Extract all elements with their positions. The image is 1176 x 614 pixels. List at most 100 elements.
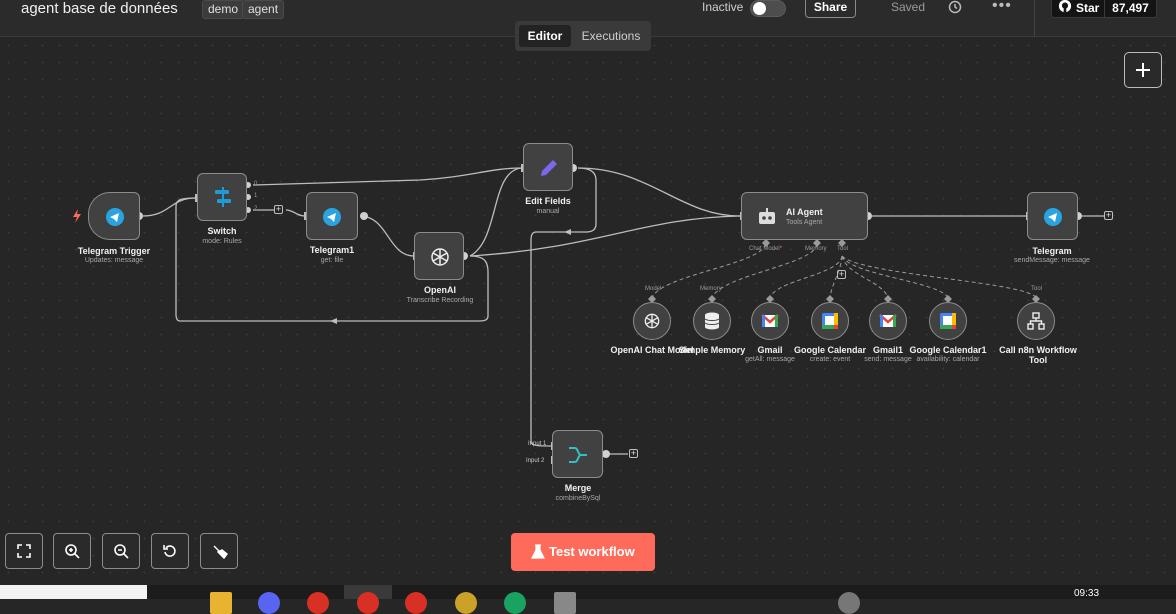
plus-icon	[1136, 63, 1150, 77]
zoom-in-button[interactable]	[53, 533, 91, 569]
node-merge[interactable]	[552, 430, 603, 478]
github-star-count[interactable]: 87,497	[1105, 0, 1157, 18]
node-label: Google Calendar1	[909, 345, 987, 355]
add-node-plus[interactable]: +	[629, 448, 638, 458]
gmail-icon	[761, 314, 779, 327]
add-node-plus[interactable]: +	[1104, 210, 1113, 220]
test-workflow-button[interactable]: Test workflow	[511, 533, 655, 571]
edge-switch-editfields	[252, 167, 523, 186]
tab-executions[interactable]: Executions	[581, 29, 641, 43]
port-label-chat-model: Chat Model*	[749, 246, 782, 252]
active-toggle[interactable]	[750, 0, 786, 17]
app-icon[interactable]	[554, 592, 576, 614]
openai-icon	[644, 313, 660, 329]
taskbar-search[interactable]	[0, 585, 147, 599]
chrome-icon[interactable]	[357, 592, 379, 614]
node-gmail1[interactable]	[869, 302, 907, 340]
add-tool-plus[interactable]: +	[837, 269, 846, 279]
node-subtitle: Updates: message	[84, 257, 144, 264]
folder-icon[interactable]	[210, 592, 232, 614]
app-icon[interactable]	[455, 592, 477, 614]
google-calendar-icon	[940, 313, 956, 329]
port-label-tool: Tool	[1031, 286, 1043, 292]
pencil-icon	[541, 160, 557, 176]
app-icon[interactable]	[405, 592, 427, 614]
node-subtitle: sendMessage: message	[1014, 257, 1090, 264]
node-telegram[interactable]	[1027, 192, 1078, 240]
database-icon	[704, 312, 720, 330]
sub-edge-model	[651, 243, 767, 299]
arrow-loop	[330, 318, 337, 324]
trigger-bolt-icon	[73, 209, 81, 223]
zoom-out-button[interactable]	[102, 533, 140, 569]
app-icon[interactable]	[307, 592, 329, 614]
node-subtitle: get: file	[320, 257, 344, 264]
node-google-calendar[interactable]	[811, 302, 849, 340]
workflow-title[interactable]: agent base de données	[21, 0, 178, 17]
app-icon[interactable]	[504, 592, 526, 614]
top-header: agent base de données demo agent Inactiv…	[0, 0, 1176, 37]
github-icon	[1058, 0, 1072, 13]
robot-icon	[759, 208, 775, 224]
node-edit-fields[interactable]	[523, 143, 573, 191]
app-icon[interactable]	[258, 592, 280, 614]
view-tabs: Editor Executions	[515, 21, 651, 51]
node-call-workflow-tool[interactable]	[1017, 302, 1055, 340]
sitemap-icon	[1027, 312, 1045, 330]
add-node-plus[interactable]: +	[274, 204, 283, 214]
telegram-icon	[1044, 208, 1062, 226]
node-simple-memory[interactable]	[693, 302, 731, 340]
fit-view-button[interactable]	[5, 533, 43, 569]
zoom-out-icon	[114, 544, 129, 559]
saved-status: Saved	[891, 0, 926, 14]
node-subtitle: Tools Agent	[786, 219, 823, 226]
add-node-button[interactable]	[1124, 52, 1162, 88]
workflow-canvas[interactable]	[0, 37, 1176, 585]
node-label: Telegram1	[309, 245, 355, 255]
node-label: OpenAI	[423, 285, 457, 295]
edge-telegram1-openai	[359, 215, 415, 257]
port-label-tool: Tool	[837, 246, 849, 252]
node-switch[interactable]	[197, 173, 247, 221]
node-openai-chat-model[interactable]	[633, 302, 671, 340]
tidy-up-button[interactable]	[200, 533, 238, 569]
merge-icon	[569, 447, 587, 463]
fullscreen-icon	[17, 544, 31, 558]
history-icon[interactable]	[947, 0, 963, 15]
google-calendar-icon	[822, 313, 838, 329]
port-diamond-tool	[838, 239, 846, 247]
gmail-icon	[879, 314, 897, 327]
sub-edge-memory	[711, 243, 818, 299]
node-subtitle: mode: Rules	[202, 238, 242, 245]
node-subtitle: Transcribe Recording	[406, 297, 474, 304]
tag-agent[interactable]: agent	[242, 0, 285, 19]
edge-editfields-agent	[577, 167, 741, 217]
switch-icon	[215, 187, 231, 207]
switch-output-1: 1	[254, 193, 258, 199]
node-subtitle: send: message	[864, 356, 912, 363]
node-label: Telegram	[1032, 246, 1072, 256]
node-subtitle: getAll: message	[745, 356, 795, 363]
tab-editor[interactable]: Editor	[519, 25, 571, 47]
node-google-calendar1[interactable]	[929, 302, 967, 340]
port-diamond-model	[762, 239, 770, 247]
tag-demo[interactable]: demo	[202, 0, 245, 19]
node-subtitle: create: event	[809, 356, 851, 363]
switch-output-2: 2	[254, 206, 258, 212]
node-label: Simple Memory	[678, 345, 746, 355]
node-gmail[interactable]	[751, 302, 789, 340]
notification-icon[interactable]	[838, 592, 860, 614]
node-label: AI Agent	[786, 207, 823, 217]
node-ai-agent[interactable]: AI Agent Tools Agent	[741, 192, 868, 240]
reset-zoom-button[interactable]	[151, 533, 189, 569]
port-diamond-memory	[813, 239, 821, 247]
node-telegram-trigger[interactable]	[88, 192, 140, 240]
active-status-label: Inactive	[702, 0, 744, 14]
telegram-icon	[323, 208, 341, 226]
more-options-icon[interactable]: •••	[992, 0, 1012, 14]
node-telegram1[interactable]	[306, 192, 358, 240]
share-button[interactable]: Share	[805, 0, 856, 18]
node-openai[interactable]	[414, 232, 464, 280]
node-label: Tool	[1028, 355, 1048, 365]
node-label: Merge	[564, 483, 592, 493]
